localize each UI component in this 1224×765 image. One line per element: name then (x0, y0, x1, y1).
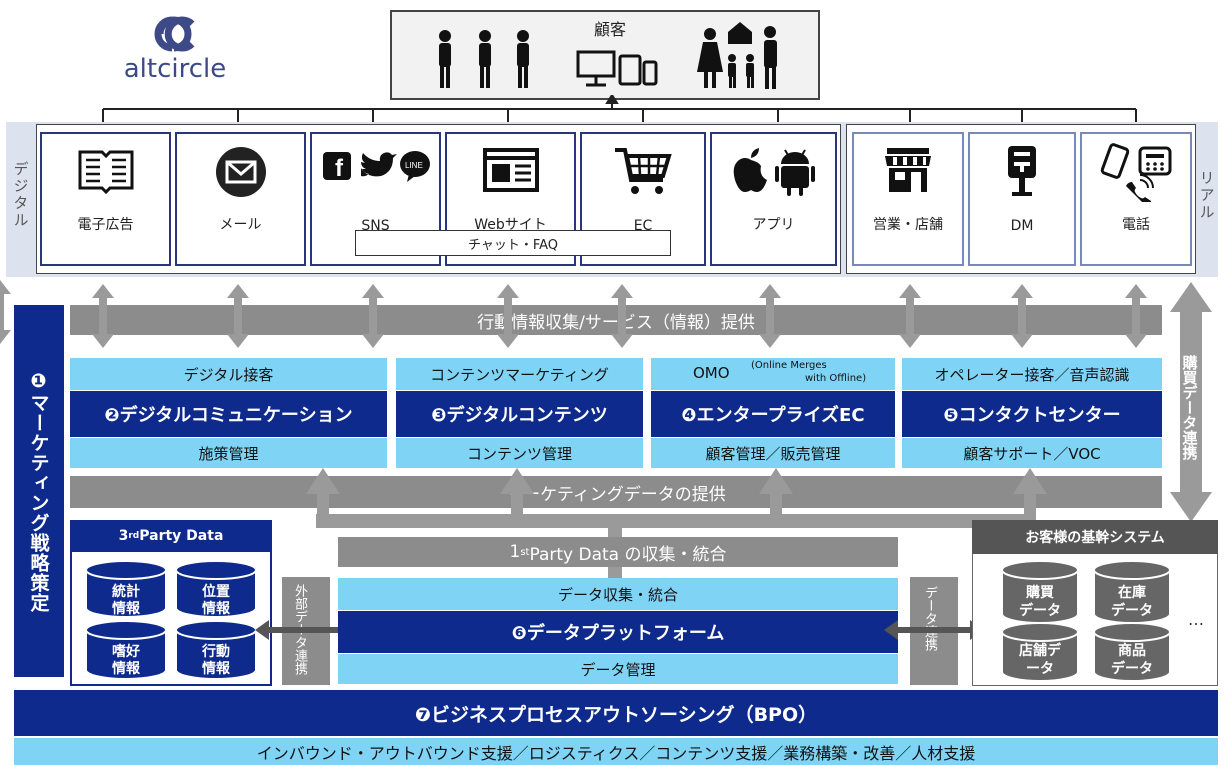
module-3-top: OMO (Online Merges with Offline) (651, 358, 895, 390)
channel-store: 営業・店舗 (852, 132, 964, 266)
channel-label: アプリ (752, 217, 795, 233)
core-system-item: 商品 データ (1111, 643, 1153, 677)
svg-text:f: f (335, 155, 344, 182)
data-link-label: データ連携 (922, 586, 937, 651)
core-system-item: 店舗デ ータ (1019, 643, 1061, 677)
channel-app: アプリ (710, 132, 837, 266)
platform-top: データ収集・統合 (338, 578, 898, 610)
bpo-title: ❼ビジネスプロセスアウトソーシング（BPO） (14, 690, 1218, 736)
module-4-title: ❺コンタクトセンター (902, 391, 1162, 437)
module-2-bottom: コンテンツ管理 (396, 438, 643, 468)
side-label-digital: デジタル (11, 161, 30, 229)
module-2-top: コンテンツマーケティング (396, 358, 643, 390)
external-link-arrow (255, 620, 355, 640)
module-3-omo: OMO (693, 364, 730, 382)
channel-e-ad: 電子広告 (40, 132, 171, 266)
channel-label: DM (1010, 218, 1034, 234)
module-4-bottom: 顧客サポート／VOC (902, 438, 1162, 468)
logo-mark-icon (154, 16, 195, 52)
channel-label: メール (219, 217, 262, 233)
side-label-real: リアル (1197, 169, 1216, 221)
chat-faq-box: チャット・FAQ (355, 230, 671, 256)
marketing-strategy-label: ❶マーケティング戦略策定 (14, 305, 64, 677)
core-system-ellipsis: … (1188, 610, 1204, 629)
channel-mail: メール (175, 132, 306, 266)
core-system-item: 在庫 データ (1111, 585, 1153, 619)
third-party-cylinders (85, 560, 257, 680)
channel-label: Webサイト (474, 217, 547, 233)
module-1-bottom: 施策管理 (70, 438, 387, 468)
channel-label: 営業・店舗 (873, 217, 943, 233)
mailbox-icon (1008, 146, 1036, 196)
channel-dm: DM (968, 132, 1076, 266)
app-icons (733, 148, 815, 196)
cart-icon (615, 148, 672, 194)
third-party-item: 位置 情報 (202, 584, 230, 617)
logo: altcircle (100, 10, 250, 90)
mail-icon (215, 147, 266, 197)
core-system-header: お客様の基幹システム (972, 520, 1218, 554)
third-party-item: 統計 情報 (112, 584, 140, 617)
channel-label: 電話 (1122, 217, 1150, 233)
module-3-omo-note-2: with Offline) (805, 373, 867, 384)
core-system-item: 購買 データ (1019, 585, 1061, 619)
module-1-top: デジタル接客 (70, 358, 387, 390)
phone-icon (1100, 143, 1172, 202)
module-3-title: ❹エンタープライズEC (651, 391, 895, 437)
customer-title: 顧客 (593, 20, 626, 39)
channel-phone: 電話 (1080, 132, 1192, 266)
module-4-top: オペレーター接客／音声認識 (902, 358, 1162, 390)
logo-text: altcircle (123, 54, 227, 84)
module-3-omo-note-1: (Online Merges (751, 360, 827, 371)
svg-text:LINE: LINE (405, 161, 423, 170)
store-icon (885, 148, 931, 192)
platform-title: ❻データプラットフォーム (338, 611, 898, 653)
module-2-title: ❸デジタルコンテンツ (396, 391, 643, 437)
buy-data-arrow (1170, 282, 1212, 522)
channel-label: 電子広告 (77, 217, 134, 233)
sns-icons: f LINE (322, 151, 430, 182)
bpo-sub: インバウンド・アウトバウンド支援／ロジスティクス／コンテンツ支援／業務構築・改善… (14, 738, 1218, 765)
channel-module-arrows (0, 280, 1147, 348)
core-system-cylinders (1001, 560, 1171, 682)
behavior-info-bar: 行動情報収集/サービス（情報）提供 (70, 305, 1162, 335)
web-icon (482, 148, 539, 192)
customer-people-icon (439, 22, 777, 89)
module-1-title: ❷デジタルコミュニケーション (70, 391, 387, 437)
third-party-item: 行動 情報 (202, 644, 230, 677)
platform-bottom: データ管理 (338, 654, 898, 684)
module-3-bottom: 顧客管理／販売管理 (651, 438, 895, 468)
third-party-item: 嗜好 情報 (112, 644, 140, 677)
data-link-arrow (884, 620, 984, 640)
newspaper-icon (78, 150, 133, 195)
buy-data-link-label: 購買データ連携 (1180, 354, 1199, 460)
marketing-data-bar: マーケティングデータの提供 (70, 476, 1162, 508)
